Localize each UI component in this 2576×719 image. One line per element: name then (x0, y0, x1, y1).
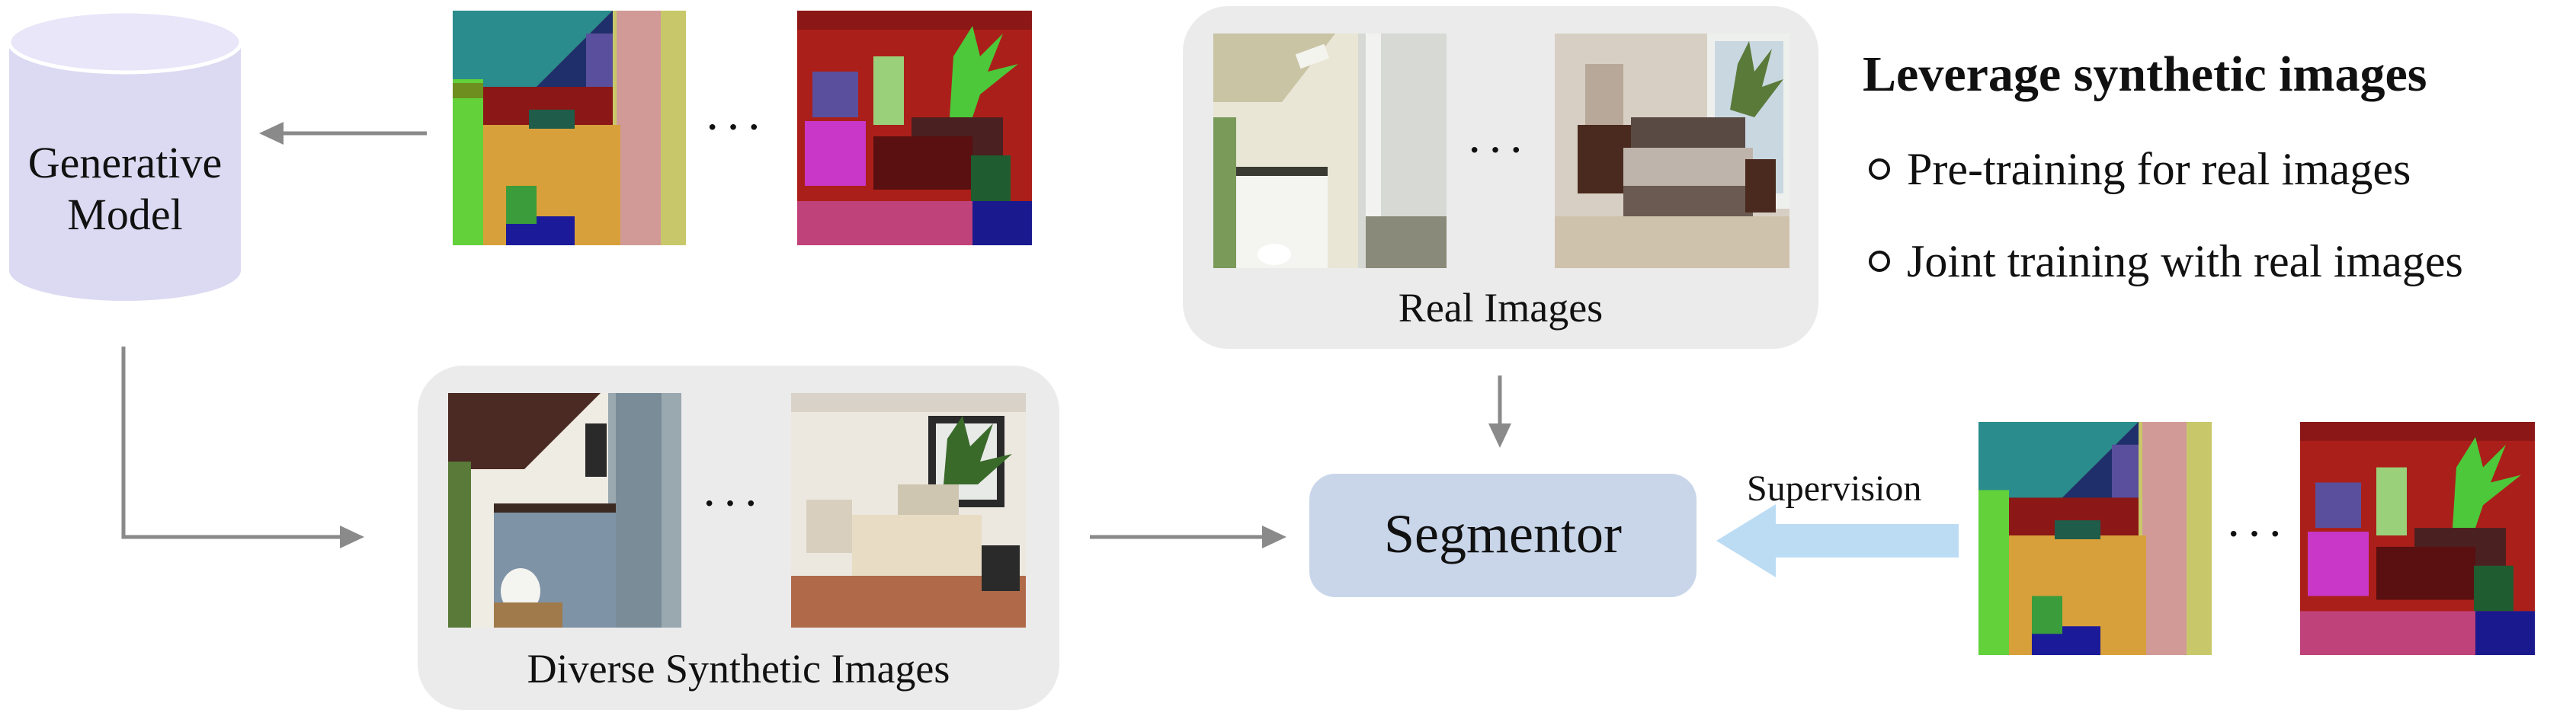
arrow-real-to-segmentor (1488, 375, 1511, 448)
supervision-segmap-bedroom (2300, 422, 2535, 655)
synthetic-bedroom-image (791, 393, 1026, 628)
ellipsis-synthetic-images: ··· (701, 476, 764, 530)
leverage-title: Leverage synthetic images (1863, 46, 2427, 102)
synthetic-bathroom-image (448, 393, 681, 628)
generative-model-label-line1: Generative (27, 138, 223, 187)
segmap-bathroom-thumbnail (453, 11, 686, 245)
arrow-model-to-synthetic (121, 347, 364, 548)
generative-model-cylinder (7, 9, 243, 301)
generative-model-label: Generative Model (9, 137, 241, 241)
synthetic-images-caption: Diverse Synthetic Images (527, 646, 950, 692)
supervision-segmap-bathroom (1978, 422, 2212, 655)
bullet-circle-icon (1869, 158, 1890, 180)
ellipsis-top-segmaps: ··· (704, 100, 767, 154)
real-images-caption: Real Images (1398, 285, 1604, 331)
generative-model-label-line2: Model (67, 190, 183, 239)
supervision-label: Supervision (1747, 468, 1922, 509)
ellipsis-supervision-segmaps: ··· (2225, 506, 2288, 561)
arrow-segmap-to-model (259, 122, 427, 145)
real-bedroom-photo (1555, 34, 1789, 268)
segmentor-label: Segmentor (1384, 503, 1622, 564)
segmentor-box (1309, 474, 1697, 597)
real-bathroom-photo (1213, 34, 1447, 268)
segmap-bedroom-thumbnail (797, 11, 1032, 245)
arrow-synthetic-to-segmentor (1090, 526, 1286, 548)
bullet-item-joint-training: Joint training with real images (1907, 236, 2463, 286)
supervision-arrow (1716, 504, 1959, 577)
ellipsis-real-images: ··· (1466, 123, 1529, 177)
bullet-item-pretraining: Pre-training for real images (1907, 144, 2411, 194)
bullet-circle-icon (1869, 251, 1890, 272)
